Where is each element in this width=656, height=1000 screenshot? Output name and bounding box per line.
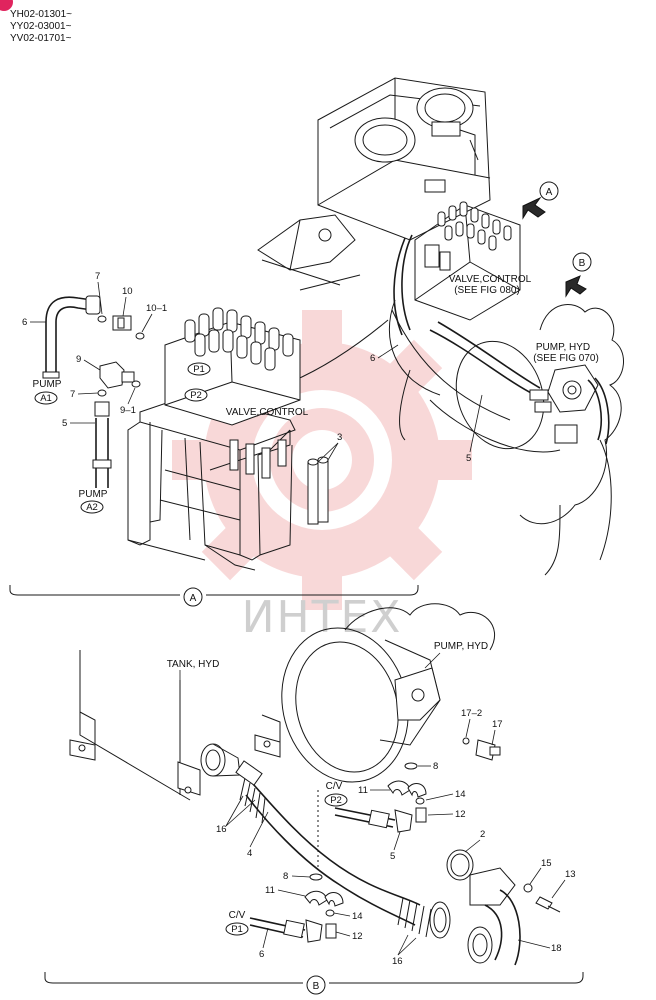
serial-line-1: YH02-01301~ bbox=[10, 9, 72, 20]
cv-tag-p2: P2 bbox=[324, 793, 348, 807]
svg-text:P1: P1 bbox=[231, 924, 243, 935]
detail-b-bracket-right bbox=[329, 972, 584, 984]
detail-a-bracket-right bbox=[206, 585, 419, 596]
pump-a2-tag: A2 bbox=[80, 500, 104, 514]
part-3-blocks bbox=[307, 456, 329, 525]
callout-18: 18 bbox=[551, 943, 562, 954]
callout-11-lower: 11 bbox=[265, 885, 275, 896]
pump-a2-label: PUMP bbox=[79, 489, 108, 500]
svg-text:A1: A1 bbox=[40, 393, 52, 404]
callout-3: 3 bbox=[337, 432, 342, 443]
svg-text:A: A bbox=[190, 593, 197, 604]
cv-tag-p1: P1 bbox=[225, 922, 249, 936]
callout-7-a: 7 bbox=[95, 271, 100, 282]
callout-7-b: 7 bbox=[70, 389, 75, 400]
pump-see-fig-label: (SEE FIG 070) bbox=[533, 353, 599, 364]
svg-text:P1: P1 bbox=[193, 364, 205, 375]
view-marker-a-top: A bbox=[539, 181, 559, 201]
callout-13: 13 bbox=[565, 869, 576, 880]
watermark-text: ИНТЕХ bbox=[242, 592, 403, 643]
view-marker-a-detail: A bbox=[183, 587, 203, 607]
callout-8-b-lower: 8 bbox=[283, 871, 288, 882]
callout-17-2: 17–2 bbox=[461, 708, 482, 719]
callout-16-lower: 16 bbox=[392, 956, 403, 967]
callout-9: 9 bbox=[76, 354, 81, 365]
callout-4: 4 bbox=[247, 848, 252, 859]
cv-label-upper: C/V bbox=[326, 781, 343, 792]
callout-12-lower: 12 bbox=[352, 931, 363, 942]
hyd-pump-overview bbox=[529, 364, 610, 445]
callout-11-upper: 11 bbox=[358, 785, 368, 796]
svg-text:P2: P2 bbox=[190, 390, 202, 401]
pump-hyd-label-b: PUMP, HYD bbox=[434, 641, 488, 652]
valve-control-label-top: VALVE,CONTROL bbox=[449, 274, 532, 285]
callout-2: 2 bbox=[480, 829, 485, 840]
view-marker-b-top: B bbox=[572, 252, 592, 272]
detail-b-drawing bbox=[69, 603, 561, 966]
machine-overview bbox=[257, 77, 625, 576]
callout-17: 17 bbox=[492, 719, 503, 730]
view-marker-b-detail: B bbox=[306, 975, 326, 995]
detail-b-bracket-left bbox=[44, 972, 303, 984]
svg-text:P2: P2 bbox=[330, 795, 342, 806]
port-p2-tag: P2 bbox=[184, 388, 208, 402]
cv-label-lower: C/V bbox=[229, 910, 246, 921]
callout-5-a: 5 bbox=[62, 418, 67, 429]
svg-text:B: B bbox=[579, 258, 586, 269]
valve-control-label-a: VALVE,CONTROL bbox=[226, 407, 309, 418]
callout-14-lower: 14 bbox=[352, 911, 363, 922]
port-p1-tag: P1 bbox=[187, 362, 211, 376]
callout-9-1: 9–1 bbox=[120, 405, 136, 416]
callout-6-top: 6 bbox=[370, 353, 375, 364]
callout-6-b: 6 bbox=[259, 949, 264, 960]
detail-a-bracket-left bbox=[9, 585, 180, 596]
callout-16-upper: 16 bbox=[216, 824, 227, 835]
pump-a1-tag: A1 bbox=[34, 391, 58, 405]
callout-8-b-upper: 8 bbox=[433, 761, 438, 772]
control-valve-overview bbox=[414, 201, 521, 321]
corner-badge bbox=[0, 0, 13, 11]
callout-5-b: 5 bbox=[390, 851, 395, 862]
callout-6-a: 6 bbox=[22, 317, 27, 328]
callout-15: 15 bbox=[541, 858, 552, 869]
callout-14-upper: 14 bbox=[455, 789, 466, 800]
pump-hyd-label-top: PUMP, HYD bbox=[536, 342, 590, 353]
callout-10-1: 10–1 bbox=[146, 303, 167, 314]
svg-text:A: A bbox=[546, 187, 553, 198]
pump-a1-label: PUMP bbox=[33, 379, 62, 390]
valve-see-fig-label: (SEE FIG 080) bbox=[454, 285, 520, 296]
svg-text:A2: A2 bbox=[86, 502, 98, 513]
serial-line-3: YV02-01701~ bbox=[10, 33, 72, 44]
serial-line-2: YY02-03001~ bbox=[10, 21, 72, 32]
svg-text:B: B bbox=[313, 981, 320, 992]
callout-12-upper: 12 bbox=[455, 809, 466, 820]
callout-10: 10 bbox=[122, 286, 133, 297]
callout-5-top: 5 bbox=[466, 453, 471, 464]
tank-hyd-label: TANK, HYD bbox=[167, 659, 220, 670]
